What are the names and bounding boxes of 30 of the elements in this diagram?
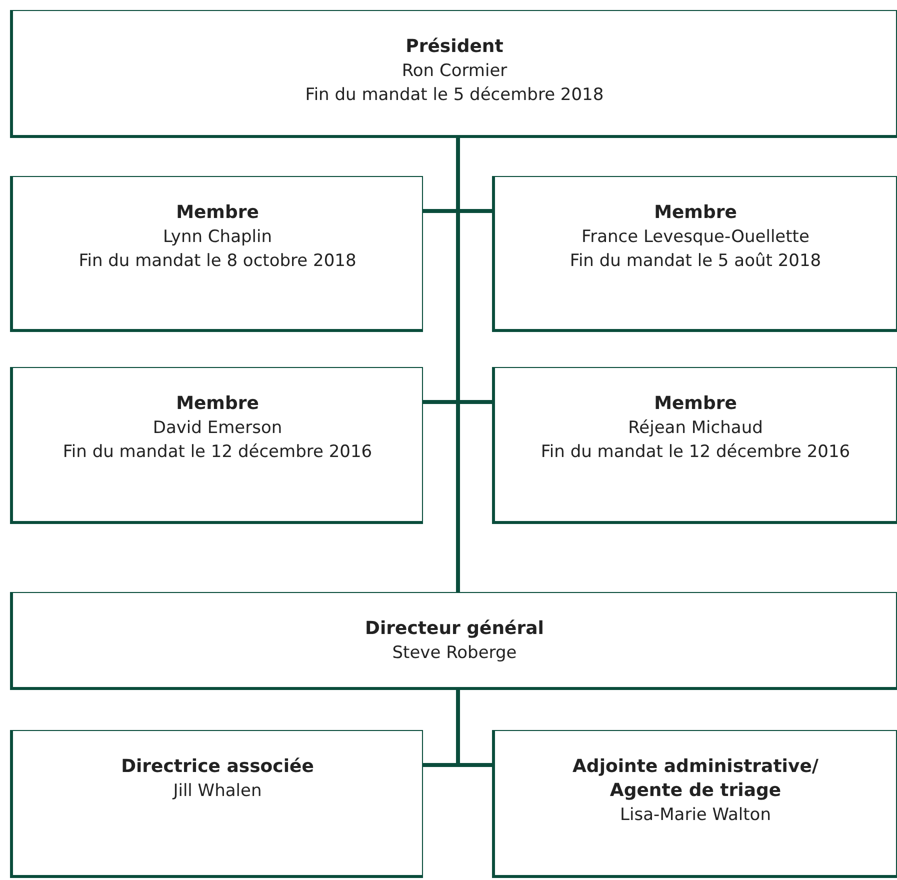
term-text: Fin du mandat le 12 décembre 2016 bbox=[540, 441, 850, 464]
role-title: Membre bbox=[176, 201, 259, 225]
org-box bbox=[10, 592, 897, 690]
org-box bbox=[492, 730, 897, 878]
org-box bbox=[10, 730, 423, 878]
person-name: Jill Whalen bbox=[173, 780, 262, 803]
org-box bbox=[10, 10, 897, 138]
org-box bbox=[492, 176, 897, 332]
org-box bbox=[10, 367, 423, 524]
role-title: Membre bbox=[176, 392, 259, 416]
person-name: David Emerson bbox=[152, 417, 282, 440]
role-title: Président bbox=[406, 35, 504, 59]
person-name: Réjean Michaud bbox=[628, 417, 763, 440]
person-name: France Levesque-Ouellette bbox=[582, 226, 810, 249]
term-text: Fin du mandat le 8 octobre 2018 bbox=[78, 250, 356, 273]
org-box bbox=[10, 176, 423, 332]
role-title: Directeur général bbox=[365, 617, 544, 641]
connector-line bbox=[456, 138, 460, 592]
role-title: Membre bbox=[654, 201, 737, 225]
person-name: Steve Roberge bbox=[392, 642, 517, 665]
person-name: Lynn Chaplin bbox=[163, 226, 272, 249]
role-title: Membre bbox=[654, 392, 737, 416]
role-title: Adjointe administrative/ Agente de triage bbox=[572, 755, 820, 803]
term-text: Fin du mandat le 12 décembre 2016 bbox=[62, 441, 372, 464]
org-box bbox=[492, 367, 897, 524]
term-text: Fin du mandat le 5 août 2018 bbox=[570, 250, 822, 273]
person-name: Lisa-Marie Walton bbox=[620, 804, 771, 827]
role-title: Directrice associée bbox=[121, 755, 314, 779]
person-name: Ron Cormier bbox=[402, 60, 508, 83]
term-text: Fin du mandat le 5 décembre 2018 bbox=[305, 84, 604, 107]
